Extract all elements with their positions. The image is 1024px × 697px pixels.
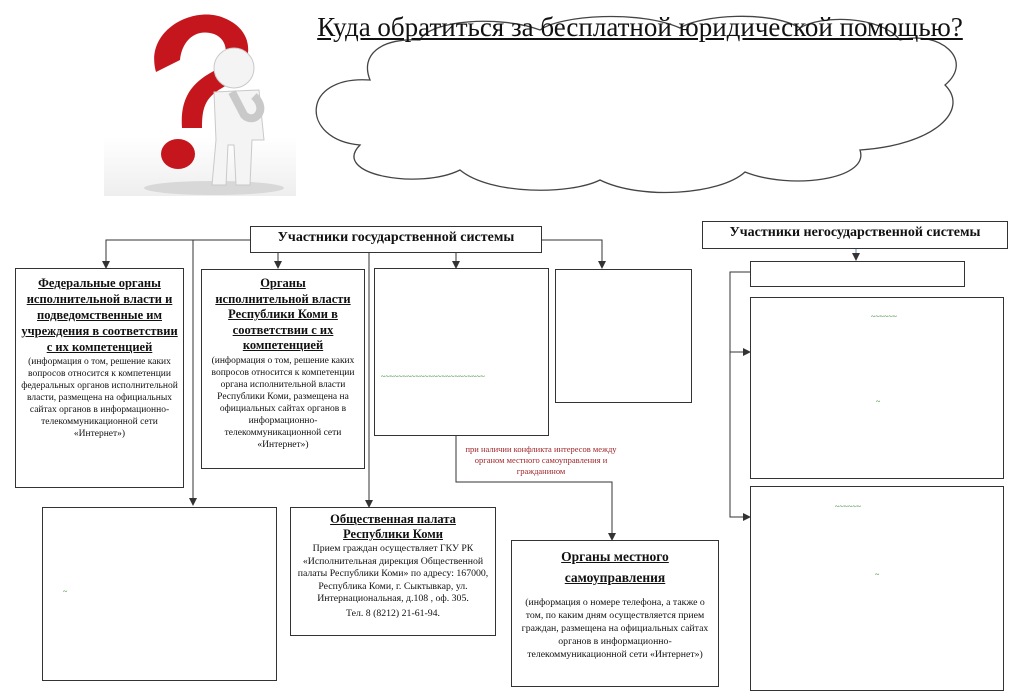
cloud-icon bbox=[315, 15, 957, 194]
empty-box-center: ~~~~~~~~~~~~~~~~~~~~~~~~ bbox=[374, 268, 549, 436]
federal-bodies-desc: (информация о том, решение каких вопросо… bbox=[21, 357, 178, 439]
squiggle-mark: ~~~~~~ bbox=[835, 502, 861, 511]
squiggle-mark: ~~~~~~ bbox=[871, 312, 897, 321]
local-government-box: Органы местного самоуправления (информац… bbox=[511, 540, 719, 687]
public-chamber-desc: Прием граждан осуществляет ГКУ РК «Испол… bbox=[297, 543, 489, 604]
empty-box-right bbox=[555, 269, 692, 403]
question-mark-thinking-figure-icon bbox=[104, 0, 296, 196]
squiggle-mark: ~ bbox=[876, 397, 881, 406]
local-government-desc: (информация о номере телефона, а также о… bbox=[521, 597, 709, 660]
komi-executive-title: Органы исполнительной власти Республики … bbox=[215, 276, 351, 352]
federal-bodies-box: Федеральные органы исполнительной власти… bbox=[15, 268, 184, 488]
conflict-note: при наличии конфликта интересов между ор… bbox=[465, 444, 617, 476]
federal-bodies-title: Федеральные органы исполнительной власти… bbox=[21, 276, 178, 354]
squiggle-mark: ~ bbox=[875, 570, 880, 579]
public-chamber-box: Общественная палата Республики Коми Прие… bbox=[290, 507, 496, 636]
komi-executive-desc: (информация о том, решение каких вопросо… bbox=[211, 355, 355, 450]
komi-executive-box: Органы исполнительной власти Республики … bbox=[201, 269, 365, 469]
squiggle-mark: ~~~~~~~~~~~~~~~~~~~~~~~~ bbox=[381, 372, 485, 381]
nonstate-box-2: ~~~~~~ ~ bbox=[750, 486, 1004, 691]
state-system-header: Участники государственной системы bbox=[250, 226, 542, 253]
empty-box-left-lower: ~ bbox=[42, 507, 277, 681]
nonstate-box-1: ~~~~~~ ~ bbox=[750, 297, 1004, 479]
squiggle-mark: ~ bbox=[63, 587, 68, 596]
public-chamber-title: Общественная палата Республики Коми bbox=[330, 512, 456, 541]
nonstate-system-header: Участники негосударственной системы bbox=[702, 221, 1008, 249]
public-chamber-phone: Тел. 8 (8212) 21-61-94. bbox=[345, 607, 441, 619]
page-title: Куда обратиться за бесплатной юридическо… bbox=[317, 12, 963, 42]
nonstate-small-box bbox=[750, 261, 965, 287]
local-government-title: Органы местного самоуправления bbox=[561, 549, 669, 585]
